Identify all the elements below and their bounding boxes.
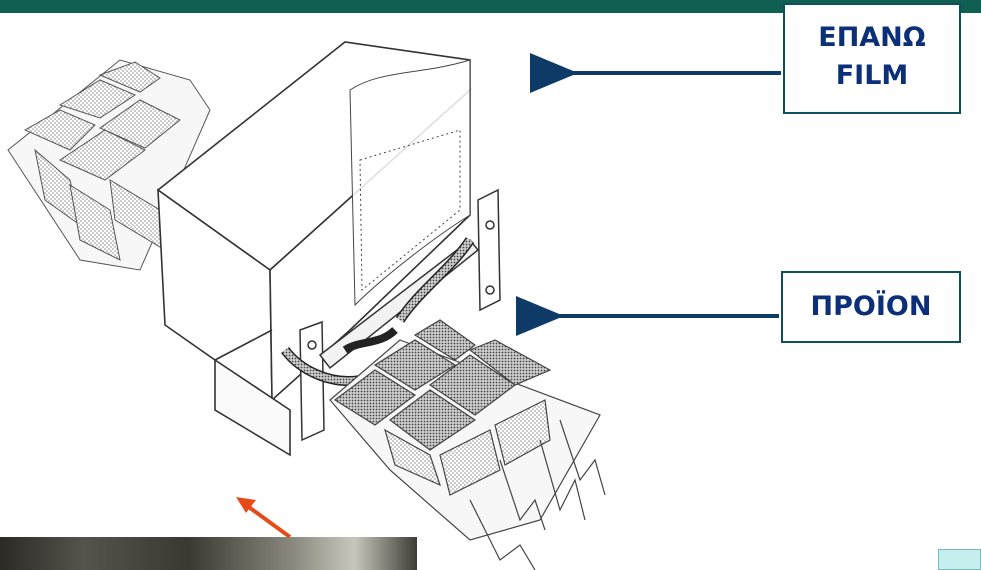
right-clamp <box>477 188 501 312</box>
top-film-sheet <box>349 59 471 307</box>
product-label: ΠΡΟΪΟΝ <box>781 271 961 343</box>
top-film-label: ΕΠΑΝΩ FILM <box>783 3 961 114</box>
film-roller <box>281 237 480 386</box>
top-film-label-line2: FILM <box>835 60 909 91</box>
product-trays <box>329 319 606 570</box>
highlight-arrow <box>236 497 292 539</box>
product-label-text: ΠΡΟΪΟΝ <box>810 291 932 322</box>
machine-photo-thumbnail <box>0 537 417 570</box>
left-clamp <box>299 320 325 442</box>
header-bar <box>0 0 981 13</box>
top-film-label-line1: ΕΠΑΝΩ <box>818 22 926 53</box>
corner-nav-box[interactable] <box>938 549 981 570</box>
